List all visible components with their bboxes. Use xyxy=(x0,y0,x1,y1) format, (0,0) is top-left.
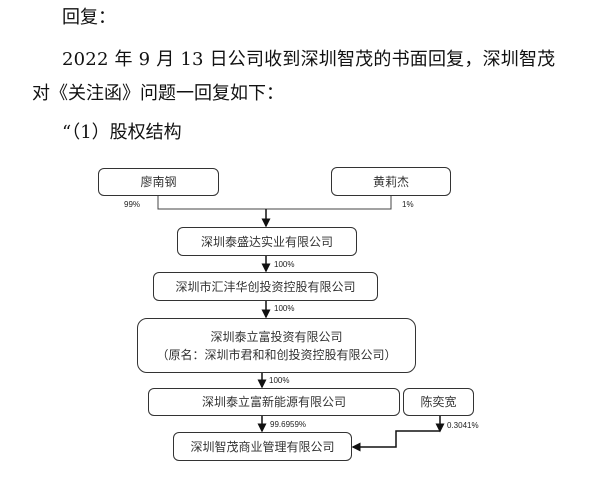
pct-huang: 1% xyxy=(402,200,414,209)
node-label: 陈奕宽 xyxy=(420,395,457,409)
node-tailifu-energy: 深圳泰立富新能源有限公司 xyxy=(148,388,400,416)
node-huiyanghua: 深圳市汇沣华创投资控股有限公司 xyxy=(153,272,378,301)
pct-energy: 99.6959% xyxy=(270,420,307,429)
node-chen: 陈奕宽 xyxy=(403,388,474,416)
node-zhimao: 深圳智茂商业管理有限公司 xyxy=(173,432,352,461)
pct-liao: 99% xyxy=(124,200,141,209)
pct-chen: 0.3041% xyxy=(447,421,479,430)
node-liao: 廖南钢 xyxy=(98,168,219,196)
node-label: 廖南钢 xyxy=(140,175,177,189)
node-label: 深圳泰盛达实业有限公司 xyxy=(200,234,333,249)
paragraph-line-2: 对《关注函》问题一回复如下： xyxy=(32,83,284,104)
pct-huiyanghua: 100% xyxy=(274,304,295,313)
reply-heading: 回复： xyxy=(62,7,116,28)
node-former-name: （原名：深圳市君和和创投资控股有限公司） xyxy=(156,347,397,362)
node-huang: 黄莉杰 xyxy=(331,167,451,196)
section-title: “（1）股权结构 xyxy=(62,122,182,143)
node-label: 深圳智茂商业管理有限公司 xyxy=(190,439,335,454)
connector-shareholders xyxy=(157,195,392,210)
pct-tailifu: 100% xyxy=(269,376,290,385)
node-tailifu: 深圳泰立富投资有限公司 （原名：深圳市君和和创投资控股有限公司） xyxy=(137,318,416,373)
node-label: 黄莉杰 xyxy=(372,174,409,189)
paragraph-line-1: 2022 年 9 月 13 日公司收到深圳智茂的书面回复，深圳智茂 xyxy=(62,49,556,70)
arrow-chen-to-zhimao xyxy=(351,430,440,452)
node-label: 深圳泰立富新能源有限公司 xyxy=(201,395,346,409)
node-label: 深圳泰立富投资有限公司 xyxy=(210,329,343,344)
node-label: 深圳市汇沣华创投资控股有限公司 xyxy=(175,279,356,294)
node-taishengda: 深圳泰盛达实业有限公司 xyxy=(177,227,357,256)
pct-taishengda: 100% xyxy=(274,260,295,269)
